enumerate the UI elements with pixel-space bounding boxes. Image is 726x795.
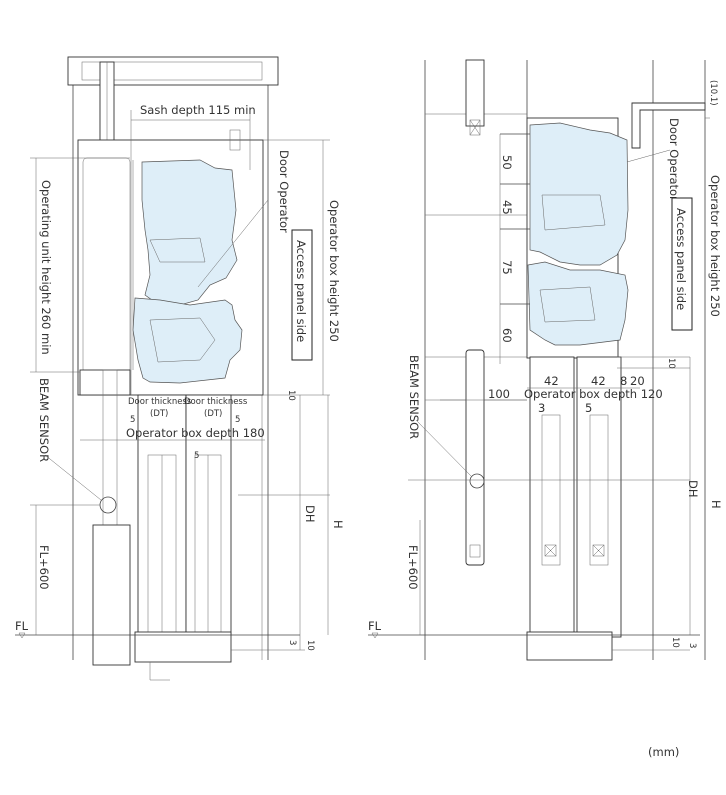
- screw-spacing-2: 45: [500, 200, 514, 215]
- operator-box-depth-label: Operator box depth 180: [126, 426, 265, 440]
- access-panel-side-box: [291, 229, 313, 361]
- dim-3: 3: [287, 640, 297, 645]
- door-thickness-label-2: Door thickness: [184, 397, 248, 407]
- fl-label: FL: [15, 619, 29, 633]
- h-label: H: [331, 520, 345, 529]
- dim-100: 100: [488, 387, 510, 401]
- fl600-label-right: FL+600: [406, 545, 420, 590]
- screw-spacing-3: 75: [500, 260, 514, 275]
- gap-8: 8: [620, 374, 627, 388]
- dim-3-right: 3: [687, 643, 697, 648]
- h-label-right: H: [709, 500, 723, 509]
- top-transom: [67, 56, 279, 86]
- offset-label: (10.1): [708, 80, 718, 106]
- door-width-2: 42: [591, 374, 606, 388]
- beam-sensor-icon-right: [469, 473, 485, 489]
- dim-10-bottom-right: 10: [670, 637, 680, 648]
- door-operator-label-right: Door Operator: [667, 118, 681, 201]
- beam-sensor-label-right: BEAM SENSOR: [407, 355, 421, 439]
- dt-label-2: (DT): [204, 409, 222, 419]
- door-operator-mechanism-lower: [132, 297, 243, 384]
- lower-glass-mullion-right: [465, 349, 485, 566]
- dt-label-1: (DT): [150, 409, 168, 419]
- gap-right: 5: [235, 415, 240, 425]
- door-operator-mechanism-upper: [141, 159, 238, 306]
- operating-unit-height-label: Operating unit height 260 min: [39, 180, 53, 355]
- dim-10-bottom: 10: [305, 640, 315, 651]
- access-panel-side-box-right: [671, 197, 693, 331]
- beam-sensor-icon: [99, 496, 117, 514]
- floor-guide-right: [526, 631, 613, 661]
- door-operator-mechanism-lower-right: [527, 261, 629, 346]
- left-section-drawing: Sash depth 115 min Door Operator Operati…: [15, 56, 345, 681]
- right-door-leaf-1: [529, 356, 575, 638]
- access-panel-side-label-right: Access panel side: [674, 208, 688, 310]
- door-thickness-label-1: Door thickness: [128, 397, 192, 407]
- operator-box-height-label-right: Operator box height 250: [708, 175, 722, 317]
- dim-10-top: 10: [286, 390, 296, 401]
- units-label: (mm): [648, 745, 679, 759]
- dim-10-top-right: 10: [666, 358, 676, 369]
- dh-label: DH: [303, 505, 317, 523]
- left-door-leaf-2: [185, 394, 232, 636]
- gap-center: 5: [194, 451, 199, 461]
- operator-box-height-label: Operator box height 250: [327, 200, 341, 342]
- access-panel-frame: [631, 102, 706, 149]
- gap-20: 20: [630, 374, 645, 388]
- screw-spacing-1: 50: [500, 155, 514, 170]
- sash-depth-label: Sash depth 115 min: [140, 103, 256, 117]
- fl-label-right: FL: [368, 619, 382, 633]
- door-operator-label: Door Operator: [277, 150, 291, 233]
- dh-label-right: DH: [686, 480, 700, 498]
- access-panel-side-label: Access panel side: [294, 240, 308, 342]
- right-door-leaf-2: [576, 356, 622, 638]
- door-width-1: 42: [544, 374, 559, 388]
- right-section-drawing: (10.1) Door Operator Operator box height…: [368, 59, 723, 661]
- beam-sensor-label: BEAM SENSOR: [37, 378, 51, 462]
- operator-box-depth-label-right: Operator box depth 120: [524, 387, 663, 401]
- door-operator-mechanism-upper-right: [529, 122, 629, 266]
- screw-spacing-4: 60: [500, 328, 514, 343]
- upper-glass-mullion-right: [465, 59, 485, 127]
- gap-5: 5: [585, 401, 592, 415]
- gap-left: 5: [130, 415, 135, 425]
- fl600-label: FL+600: [37, 545, 51, 590]
- floor-guide: [134, 631, 232, 663]
- mounting-screws: [500, 133, 530, 305]
- gap-3: 3: [538, 401, 545, 415]
